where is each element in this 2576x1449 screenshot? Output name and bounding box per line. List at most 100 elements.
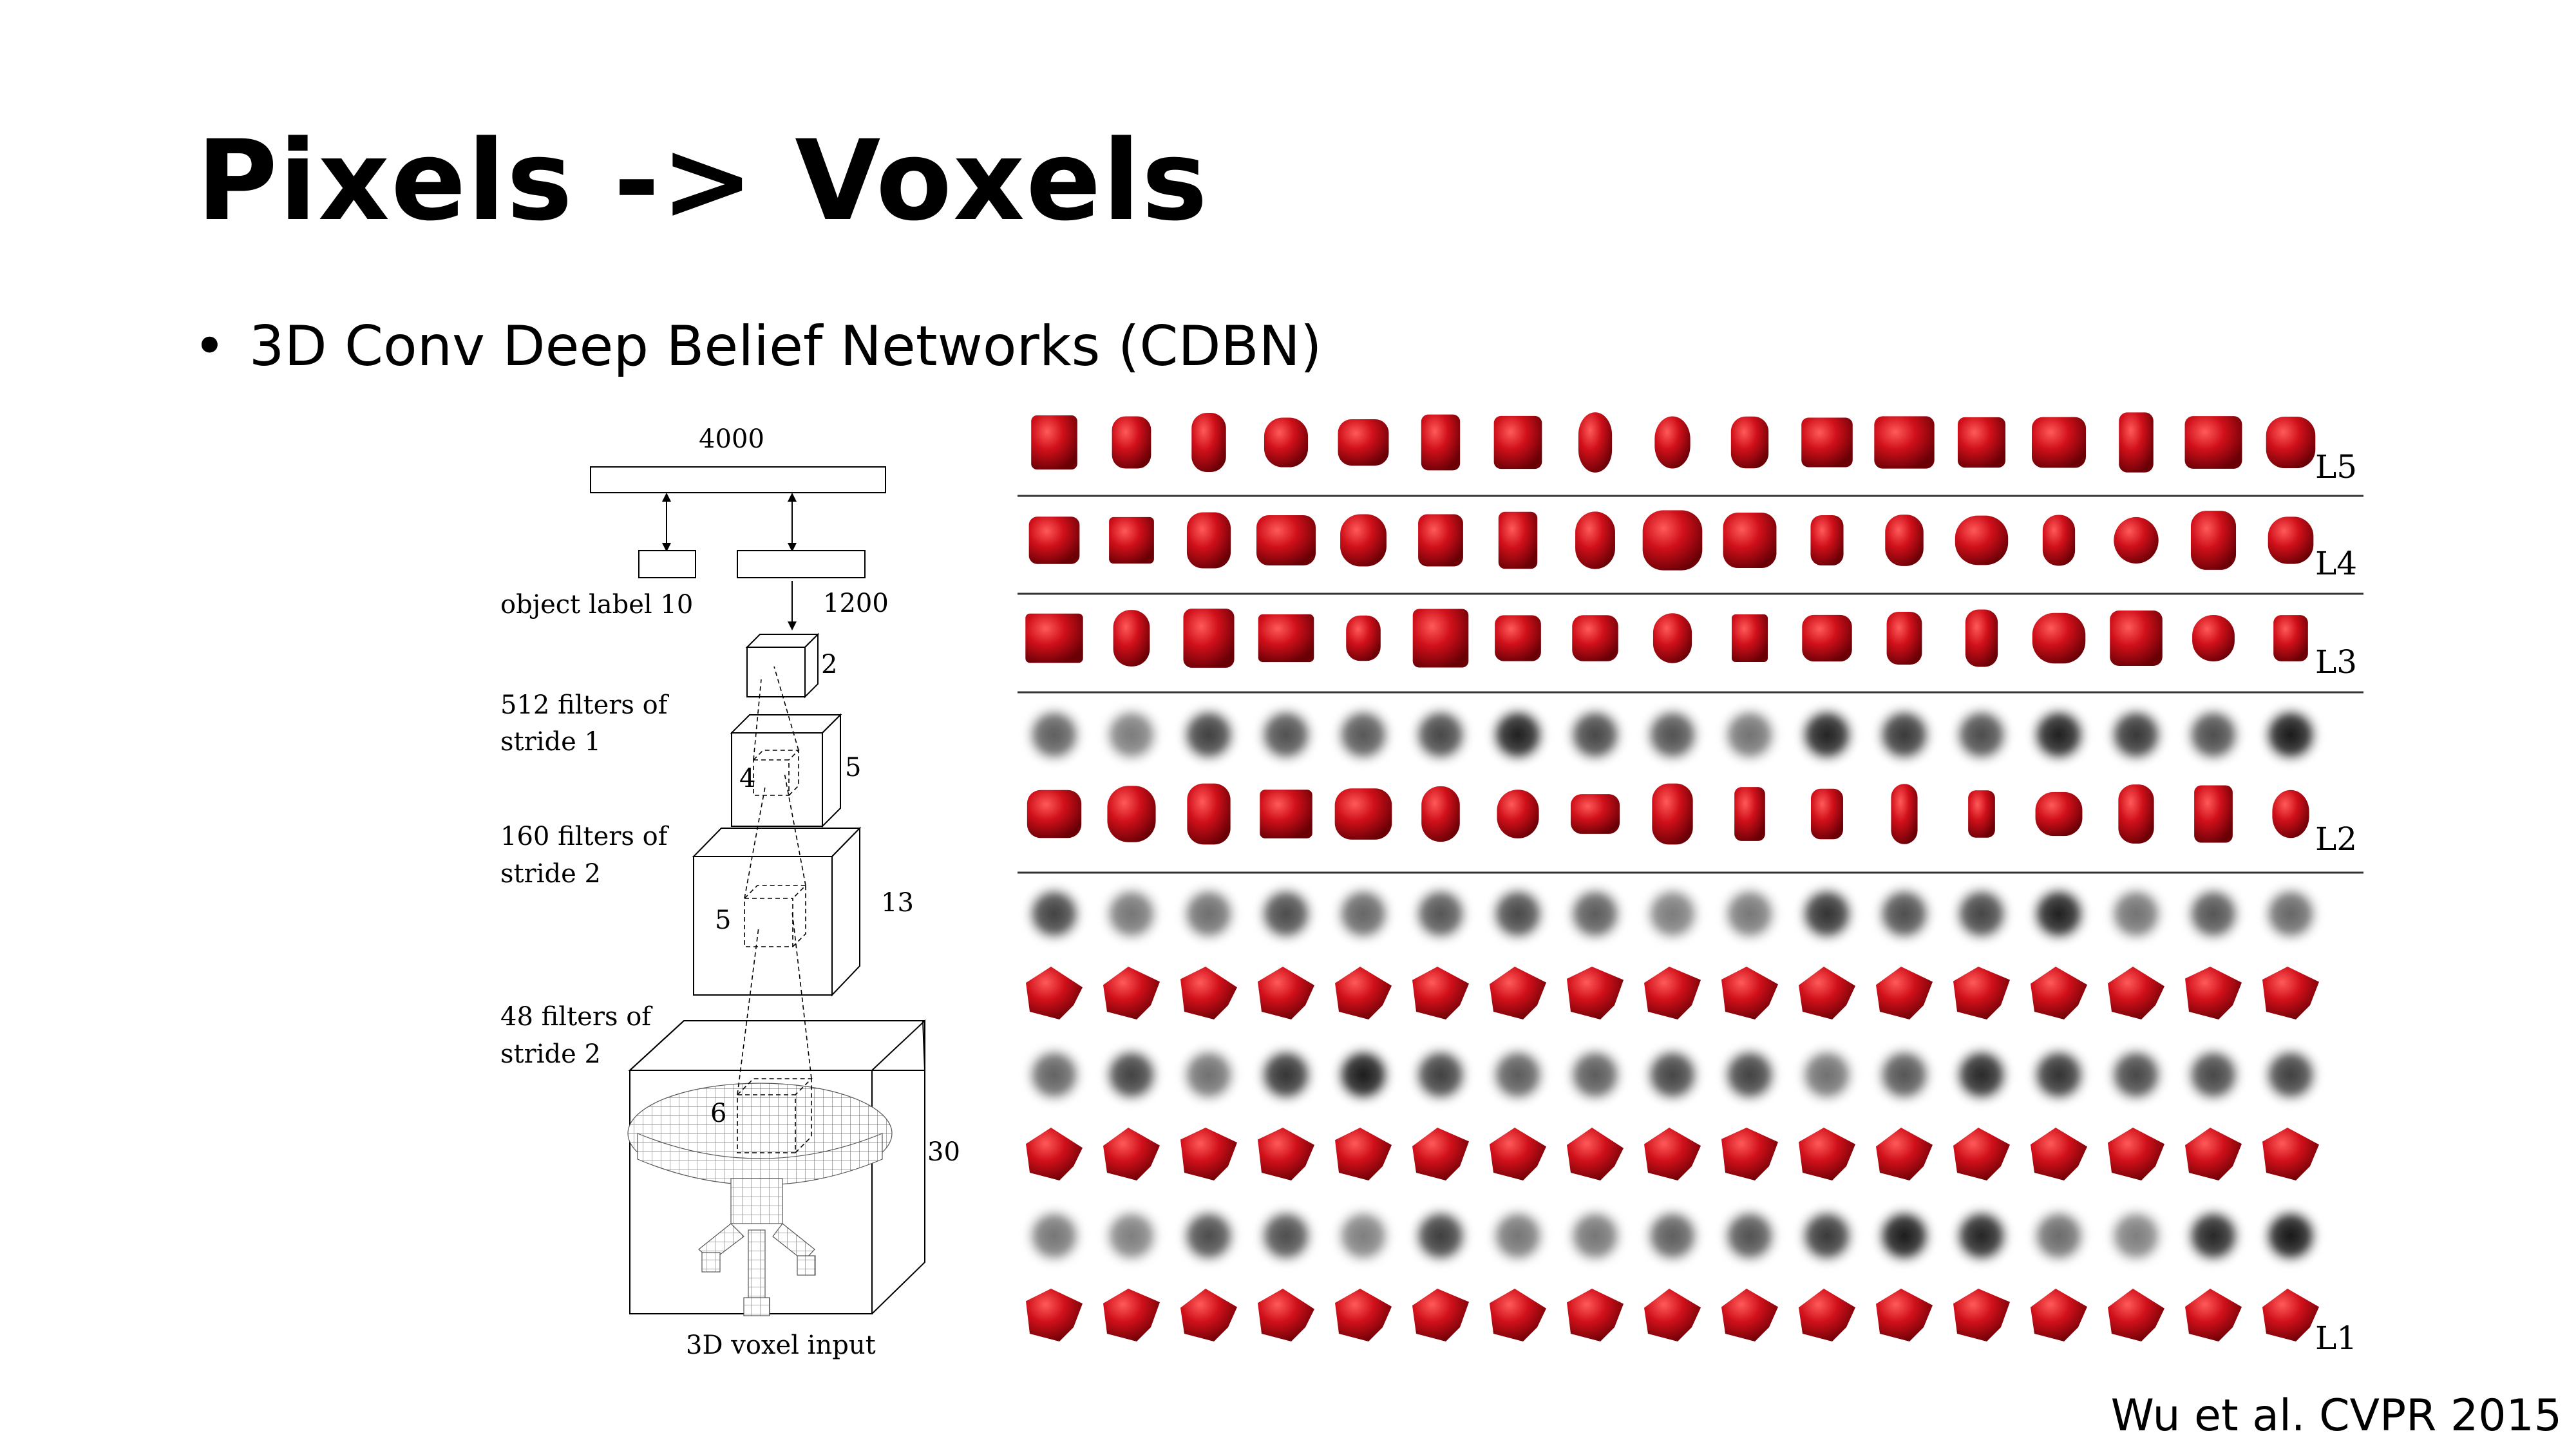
red-3d-shape [1183, 609, 1235, 668]
layer3-description-line2: stride 2 [500, 1039, 601, 1069]
red-3d-shape [1642, 510, 1703, 571]
object-label-text: object label 10 [500, 590, 693, 620]
slide-title: Pixels -> Voxels [196, 116, 1209, 245]
red-3d-shape [1113, 610, 1150, 667]
top-layer-box [590, 466, 886, 493]
blurred-filter-cube [1334, 1045, 1393, 1104]
red-surface-fragment [1644, 967, 1701, 1019]
row-label-l5: L5 [2315, 448, 2357, 486]
red-surface-fragment [1876, 967, 1933, 1019]
blurred-filter-cube [2107, 1206, 2166, 1265]
red-surface-fragment [1799, 1289, 1855, 1341]
blurred-filter-cube [2261, 884, 2320, 943]
red-3d-shape [1734, 787, 1765, 841]
red-3d-shape [1731, 614, 1768, 663]
red-3d-shape [2268, 516, 2314, 564]
hidden-layer-size-label: 1200 [823, 589, 889, 618]
red-3d-shape [1493, 415, 1542, 469]
red-3d-shape [1874, 416, 1935, 469]
red-3d-shape [1801, 417, 1853, 468]
red-3d-shape [1955, 515, 2009, 565]
blurred-filter-cube [1334, 705, 1393, 764]
red-3d-shape [1421, 414, 1461, 471]
row-label-l2: L2 [2315, 820, 2357, 858]
red-3d-shape [2266, 416, 2316, 469]
red-surface-fragment [1103, 1289, 1160, 1341]
layer1-filter-size: 4 [739, 764, 755, 793]
blurred-filter-cube [2029, 884, 2088, 943]
blurred-filter-cube [1179, 884, 1238, 943]
row-label-l1: L1 [2315, 1320, 2357, 1357]
red-surface-fragment [1026, 1128, 1083, 1180]
red-surface-fragment [1412, 1289, 1469, 1341]
red-3d-shape [1886, 612, 1922, 665]
red-3d-shape [2119, 412, 2154, 473]
row-label-l3: L3 [2315, 643, 2357, 681]
blurred-filter-cube [1875, 705, 1934, 764]
layer3-description-line1: 48 filters of [500, 1002, 653, 1032]
bullet-text: 3D Conv Deep Belief Networks (CDBN) [249, 314, 1322, 379]
blurred-filter-cube [1952, 1045, 2011, 1104]
red-surface-fragment [1490, 1128, 1546, 1180]
blurred-filter-cube [1488, 705, 1548, 764]
red-3d-shape [2110, 611, 2163, 666]
blurred-filter-cube [2184, 884, 2243, 943]
red-surface-fragment [1876, 1128, 1933, 1180]
blurred-filter-cube [1566, 705, 1625, 764]
red-surface-fragment [2262, 1289, 2319, 1341]
red-surface-fragment [1180, 1128, 1237, 1180]
citation: Wu et al. CVPR 2015 [2110, 1390, 2562, 1441]
red-surface-fragment [1258, 1128, 1314, 1180]
red-3d-shape [2194, 785, 2233, 843]
red-surface-fragment [1412, 967, 1469, 1019]
blurred-filter-cube [1102, 705, 1161, 764]
red-surface-fragment [1721, 967, 1778, 1019]
red-3d-shape [1346, 615, 1381, 661]
red-3d-shape [1186, 512, 1231, 569]
red-surface-fragment [2031, 967, 2087, 1019]
red-3d-shape [1027, 790, 1082, 838]
red-surface-fragment [1644, 1289, 1701, 1341]
blurred-filter-cube [1488, 1206, 1548, 1265]
blurred-filter-cube [1025, 884, 1084, 943]
red-3d-shape [1256, 515, 1316, 566]
red-surface-fragment [1953, 1289, 2010, 1341]
red-surface-fragment [1799, 1128, 1855, 1180]
red-3d-shape [1957, 417, 2006, 468]
layer-output-cube-2 [730, 713, 842, 828]
blurred-filter-cube [1025, 1045, 1084, 1104]
red-surface-fragment [2262, 1128, 2319, 1180]
blurred-filter-cube [1720, 884, 1779, 943]
red-3d-shape [1575, 511, 1615, 569]
red-surface-fragment [1953, 967, 2010, 1019]
red-3d-shape [1578, 412, 1613, 473]
blurred-filter-cube [1411, 1206, 1470, 1265]
input-size-label: 30 [927, 1137, 960, 1167]
blurred-filter-cube [1952, 705, 2011, 764]
top-layer-size-label: 4000 [699, 424, 764, 454]
red-3d-shape [2192, 615, 2235, 661]
feature-grid [1025, 412, 2320, 1341]
blurred-filter-cube [1179, 705, 1238, 764]
input-voxel-cube [628, 1019, 926, 1314]
red-surface-fragment [1721, 1128, 1778, 1180]
red-3d-shape [1572, 615, 1618, 661]
red-3d-shape [1109, 516, 1154, 564]
red-3d-shape [1810, 788, 1844, 840]
layer3-output-size: 13 [881, 888, 914, 918]
hidden-layer-box [737, 550, 866, 578]
layer2-receptive-field [744, 772, 807, 947]
red-surface-fragment [1180, 967, 1237, 1019]
red-surface-fragment [2031, 1289, 2087, 1341]
red-3d-shape [2184, 416, 2242, 469]
blurred-filter-cube [1797, 1206, 1857, 1265]
red-surface-fragment [1567, 967, 1624, 1019]
bullet-item: •3D Conv Deep Belief Networks (CDBN) [193, 319, 1322, 374]
red-3d-shape [1412, 609, 1469, 668]
red-3d-shape [1031, 415, 1077, 470]
red-3d-shape [1495, 615, 1541, 661]
blurred-filter-cube [1256, 884, 1316, 943]
red-surface-fragment [1799, 967, 1855, 1019]
red-3d-shape [2273, 615, 2308, 661]
red-3d-shape [1191, 413, 1226, 472]
